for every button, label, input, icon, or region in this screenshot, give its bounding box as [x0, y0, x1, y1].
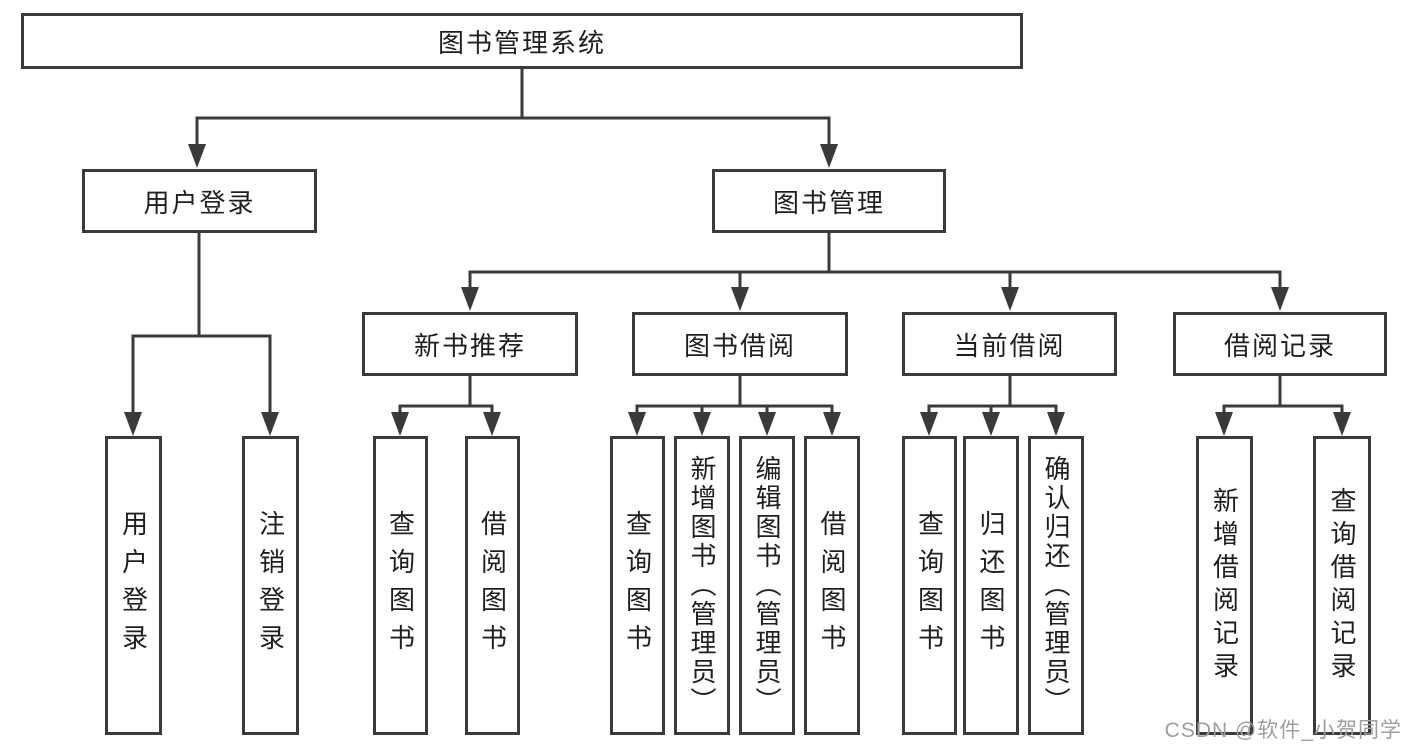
- arrowhead: [1333, 412, 1351, 436]
- node-label: 当前借阅: [953, 330, 1066, 361]
- node-label: 用户登录: [143, 187, 256, 218]
- arrowhead: [820, 144, 838, 168]
- connector-line: [468, 233, 1282, 288]
- arrowhead: [1271, 287, 1289, 311]
- node-label: 归还图书: [976, 509, 1006, 662]
- node-label: 编辑图书（管理员）: [752, 455, 782, 716]
- arrowhead: [920, 412, 938, 436]
- arrowheads-new-book-recommendation-children: [391, 412, 501, 436]
- arrowheads-current-borrowing-children: [920, 412, 1065, 436]
- leaf-query-books-recommend: 查询图书: [373, 436, 428, 735]
- leaf-confirm-return-admin: 确认归还（管理员）: [1028, 436, 1084, 735]
- connector-root-to-level2: [195, 69, 831, 146]
- leaf-edit-book-admin: 编辑图书（管理员）: [739, 436, 795, 735]
- arrowhead: [461, 287, 479, 311]
- leaf-query-books-borrowing: 查询图书: [610, 436, 665, 735]
- node-new-book-recommendation: 新书推荐: [362, 312, 578, 376]
- leaf-borrow-books-borrowing: 借阅图书: [804, 436, 860, 735]
- leaf-logout: 注销登录: [242, 436, 299, 735]
- leaf-borrow-books-recommend: 借阅图书: [465, 436, 520, 735]
- node-label: 图书管理: [772, 187, 885, 218]
- connector-book-borrowing-children: [635, 376, 834, 412]
- connector-line: [635, 376, 834, 412]
- node-book-borrowing: 图书借阅: [632, 312, 848, 376]
- node-label: 查询图书: [914, 509, 945, 662]
- connector-line: [195, 69, 831, 146]
- connector-book-management-children: [468, 233, 1282, 288]
- arrowhead: [1215, 412, 1233, 436]
- arrowhead: [483, 412, 501, 436]
- leaf-query-borrow-record: 查询借阅记录: [1313, 436, 1371, 735]
- connector-line: [1222, 376, 1344, 412]
- arrowhead: [1047, 412, 1065, 436]
- leaf-query-books-current: 查询图书: [902, 436, 957, 735]
- arrowhead: [758, 412, 776, 436]
- arrowhead: [693, 412, 711, 436]
- arrowheads-user-login-children: [124, 412, 279, 436]
- node-label: 用户登录: [118, 509, 149, 662]
- arrowhead: [188, 144, 206, 168]
- node-label: 借阅图书: [817, 509, 847, 662]
- node-label: 新增借阅记录: [1209, 486, 1240, 685]
- arrowheads-book-management-children: [461, 287, 1289, 311]
- connector-new-book-recommendation-children: [398, 376, 494, 412]
- node-label: 确认归还（管理员）: [1041, 455, 1071, 716]
- connector-borrowing-records-children: [1222, 376, 1344, 412]
- node-label: 借阅记录: [1223, 330, 1336, 361]
- node-label: 图书借阅: [683, 330, 796, 361]
- leaf-user-login: 用户登录: [105, 436, 162, 735]
- node-label: 新增图书（管理员）: [687, 455, 717, 716]
- connector-line: [398, 376, 494, 412]
- arrowhead: [1001, 287, 1019, 311]
- arrowheads-borrowing-records-children: [1215, 412, 1351, 436]
- arrowhead: [628, 412, 646, 436]
- node-label: 借阅图书: [477, 509, 508, 662]
- arrowheads-book-borrowing-children: [628, 412, 841, 436]
- arrowhead: [391, 412, 409, 436]
- node-label: 新书推荐: [413, 330, 526, 361]
- node-user-login: 用户登录: [82, 169, 317, 233]
- leaf-add-borrow-record: 新增借阅记录: [1196, 436, 1253, 735]
- arrowhead: [731, 287, 749, 311]
- node-book-management: 图书管理: [712, 169, 946, 233]
- connector-current-borrowing-children: [927, 376, 1058, 412]
- csdn-watermark: CSDN @软件_小贺同学: [1164, 719, 1402, 742]
- node-label: 注销登录: [255, 509, 286, 662]
- node-borrowing-records: 借阅记录: [1173, 312, 1387, 376]
- node-current-borrowing: 当前借阅: [902, 312, 1117, 376]
- leaf-add-book-admin: 新增图书（管理员）: [674, 436, 730, 735]
- node-label: 查询图书: [385, 509, 416, 662]
- arrowhead: [823, 412, 841, 436]
- leaf-return-book: 归还图书: [963, 436, 1019, 735]
- connector-user-login-children: [131, 233, 272, 412]
- arrowhead: [124, 412, 142, 436]
- connector-line: [927, 376, 1058, 412]
- node-label: 查询图书: [622, 509, 653, 662]
- arrowhead: [261, 412, 279, 436]
- arrowheads-root-to-level2: [188, 144, 838, 168]
- node-label: 图书管理系统: [437, 27, 606, 58]
- connector-line: [131, 233, 272, 412]
- node-library-management-system: 图书管理系统: [21, 13, 1023, 69]
- arrowhead: [982, 412, 1000, 436]
- node-label: 查询借阅记录: [1327, 486, 1357, 685]
